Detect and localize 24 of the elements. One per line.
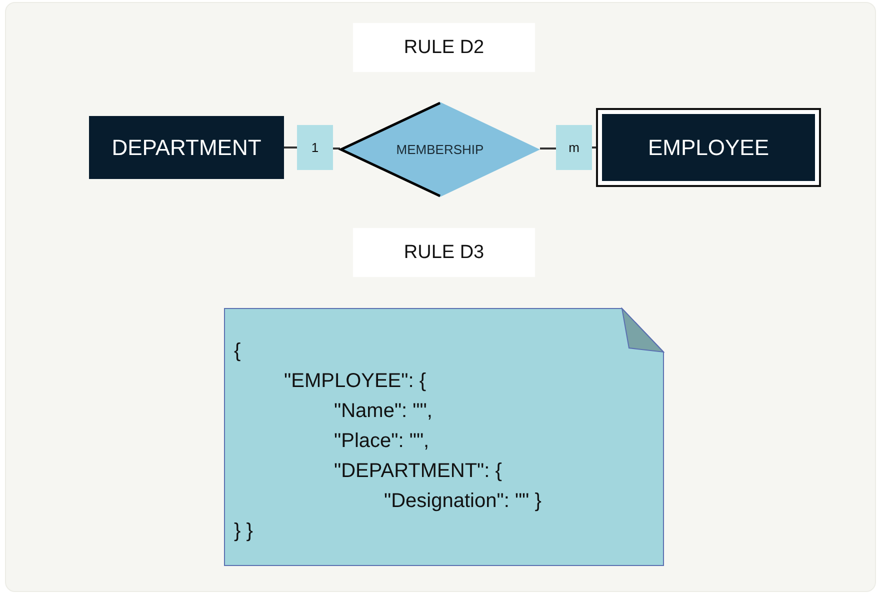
note-shape — [224, 308, 664, 566]
code-line: { — [234, 339, 241, 364]
relationship-name: MEMBERSHIP — [396, 142, 484, 157]
cardinality-box — [556, 125, 592, 170]
entity-name: DEPARTMENT — [112, 134, 262, 160]
entity-name: EMPLOYEE — [648, 134, 770, 160]
connector-line — [333, 148, 340, 150]
code-line: "Designation": "" } — [384, 489, 542, 514]
cardinality-label: m — [568, 140, 580, 155]
code-line: "Name": "", — [334, 399, 432, 424]
code-line: "EMPLOYEE": { — [284, 369, 426, 394]
rule-heading: RULE D2 — [404, 36, 484, 58]
weak-entity-box — [596, 108, 821, 187]
connector-line — [540, 148, 556, 150]
code-line: } } — [234, 519, 253, 544]
rule-heading: RULE D3 — [404, 242, 484, 264]
relationship-diamond — [340, 102, 540, 197]
cardinality-label: 1 — [311, 140, 319, 155]
connector-line — [284, 146, 297, 148]
entity-box — [89, 116, 284, 179]
cardinality-box — [297, 125, 333, 170]
code-line: "DEPARTMENT": { — [334, 459, 502, 484]
connector-line — [592, 146, 596, 148]
code-line: "Place": "", — [334, 429, 430, 454]
